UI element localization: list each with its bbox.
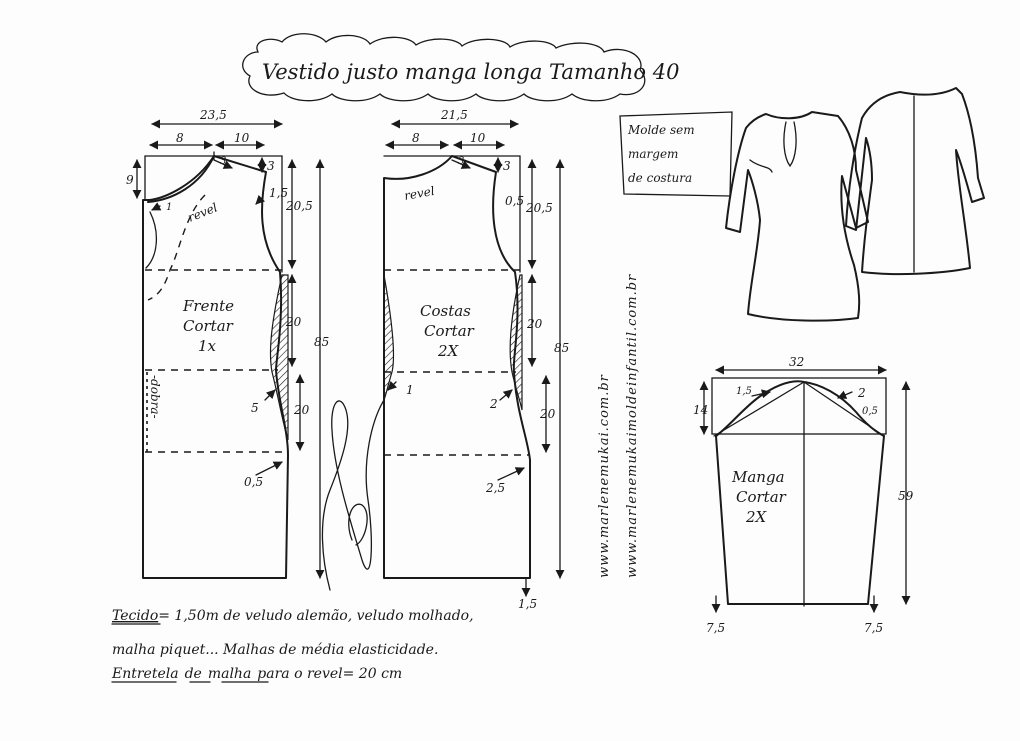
fabric-note-line-2: malha piquet... Malhas de média elastici… [112, 642, 438, 658]
front-label-qty: 1x [198, 337, 217, 355]
back-label-title: Costas [420, 302, 471, 320]
page-title: Vestido justo manga longa Tamanho 40 [262, 60, 679, 84]
front-facing-label: revel [186, 200, 220, 224]
dress-sketch-back [845, 87, 985, 276]
back-dart-label: 3 [458, 156, 464, 167]
front-waist-inset-label: 5 [251, 401, 259, 415]
back-shoulder-width-label: 10 [470, 131, 486, 145]
sleeve-cap-right-low-label: 0,5 [862, 406, 878, 417]
front-armhole-inset-label: 1,5 [269, 186, 288, 200]
back-hem-drop-label: 1,5 [518, 597, 537, 611]
sleeve-pattern-piece: 32 14 59 1,5 2 0,5 7,5 7,5 Manga Cortar … [693, 355, 914, 635]
back-hip-inset-label: 2,5 [485, 481, 505, 495]
front-neck-width-label: 8 [176, 131, 184, 145]
back-facing-label: revel [403, 184, 436, 203]
fabric-label: Tecido [112, 608, 158, 624]
front-total-length-label: 85 [314, 335, 329, 349]
front-neck-depth-label: 9 [126, 173, 134, 187]
back-shoulder-drop-label: 3 [503, 159, 511, 173]
back-hip-length-label: 20 [539, 407, 556, 421]
sleeve-hem-left-label: 7,5 [706, 621, 725, 635]
front-width-label: 23,5 [199, 108, 227, 122]
back-side-waist-label: 2 [489, 397, 498, 411]
fabric-note: Tecido= 1,50m de veludo alemão, veludo m… [111, 608, 474, 683]
sleeve-hem-right-label: 7,5 [864, 621, 883, 635]
back-total-length-label: 85 [554, 341, 569, 355]
front-bust-mark-label: 1 [166, 202, 172, 213]
website-1: www.marlenemukai.com.br [597, 374, 612, 578]
front-dart-label: 3 [220, 156, 226, 167]
back-armhole-inset-label: 0,5 [505, 194, 524, 208]
note-line-2: margem [628, 147, 678, 161]
front-waist-length-label: 20 [285, 315, 302, 329]
back-width-label: 21,5 [440, 108, 468, 122]
sleeve-length-label: 59 [898, 489, 914, 503]
website-2: www.marlenemukaimoldeinfantil.com.br [625, 274, 640, 578]
websites: www.marlenemukai.com.br www.marlenemukai… [597, 274, 640, 578]
back-label-qty: 2X [437, 342, 460, 360]
front-label-title: Frente [182, 297, 234, 315]
interfacing-knit: malha [208, 666, 251, 682]
title-cloud: Vestido justo manga longa Tamanho 40 [242, 33, 679, 102]
front-label-cut: Cortar [183, 317, 234, 335]
sleeve-label-qty: 2X [745, 508, 768, 526]
interfacing-of: de [185, 666, 202, 682]
back-center-waist-label: 1 [406, 383, 414, 397]
front-fold-label: -dobra- [148, 375, 162, 419]
front-hip-length-label: 20 [293, 403, 310, 417]
front-shoulder-drop-label: 3 [267, 159, 275, 173]
back-armhole-length-label: 20,5 [525, 201, 553, 215]
note-line-1: Molde sem [627, 123, 695, 137]
front-armhole-length-label: 20,5 [285, 199, 313, 213]
back-label-cut: Cortar [424, 322, 475, 340]
note-box: Molde sem margem de costura [619, 111, 733, 197]
interfacing-amount: para o revel= 20 cm [257, 666, 402, 682]
front-hem-inset-label: 0,5 [244, 475, 263, 489]
front-shoulder-width-label: 10 [234, 131, 250, 145]
front-pattern-piece: 23,5 8 10 9 3 3 1,5 1 revel 20,5 20 20 8… [126, 108, 329, 579]
sleeve-cap-left-label: 1,5 [736, 386, 752, 397]
fabric-amount: = 1,50m de veludo alemão, veludo molhado… [158, 608, 473, 624]
interfacing-label: Entretela [111, 666, 179, 682]
signature [321, 399, 385, 591]
sleeve-width-label: 32 [789, 355, 804, 369]
sleeve-label-title: Manga [731, 468, 785, 486]
sleeve-label-cut: Cortar [736, 488, 787, 506]
sleeve-cap-right-label: 2 [857, 386, 866, 400]
sleeve-cap-height-label: 14 [693, 403, 708, 417]
back-pattern-piece: 21,5 8 10 3 3 0,5 revel 20,5 20 20 85 1 … [383, 108, 569, 611]
fabric-note-line-1: Tecido= 1,50m de veludo alemão, veludo m… [112, 608, 474, 624]
note-line-3: de costura [628, 171, 692, 185]
back-neck-width-label: 8 [412, 131, 420, 145]
back-waist-length-label: 20 [526, 317, 543, 331]
